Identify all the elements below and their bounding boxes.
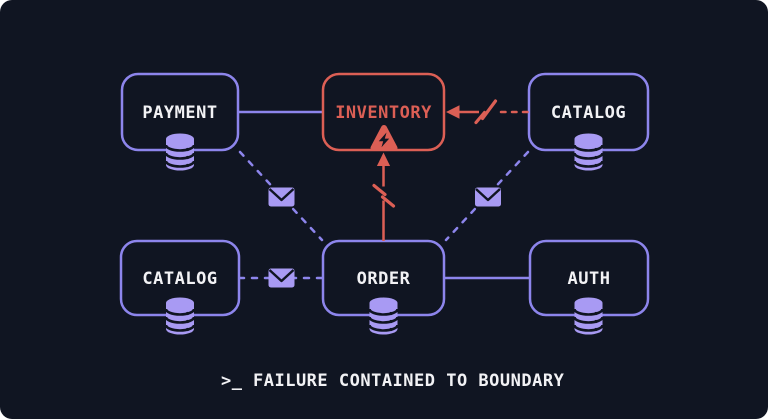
database-icon-auth <box>573 296 604 336</box>
message-icon-catalogbottom-order <box>267 267 296 289</box>
alert-triangle-icon <box>370 125 398 151</box>
caption: >_ FAILURE CONTAINED TO BOUNDARY <box>221 371 565 391</box>
node-catalog-bottom-label: CATALOG <box>142 269 217 289</box>
terminal-prompt: >_ <box>221 371 243 391</box>
break-icon <box>372 183 396 208</box>
node-catalog-top: CATALOG <box>527 72 650 152</box>
node-auth-label: AUTH <box>568 269 611 289</box>
link-order-inventory-broken <box>372 152 396 241</box>
link-catalogtop-inventory-broken <box>446 99 530 125</box>
message-icon-catalogtop-order <box>473 186 503 208</box>
nodes-layer: PAYMENT INVENTORY CATALOG CATALOG ORDER … <box>119 72 650 317</box>
database-icon-payment <box>164 132 196 172</box>
break-icon <box>474 99 498 125</box>
database-icon-order <box>368 296 399 336</box>
arrowhead-up-icon <box>376 152 391 166</box>
caption-text: FAILURE CONTAINED TO BOUNDARY <box>253 371 565 391</box>
database-icon-catalog-top <box>573 132 604 172</box>
node-catalog-bottom: CATALOG <box>119 239 241 317</box>
message-icon-payment-order <box>267 186 296 208</box>
node-catalog-top-label: CATALOG <box>551 103 626 123</box>
database-icon-catalog-bottom <box>164 296 196 336</box>
node-payment: PAYMENT <box>120 72 240 152</box>
icons-layer <box>164 125 604 336</box>
node-inventory: INVENTORY <box>321 72 446 152</box>
failure-links-layer <box>372 99 530 241</box>
node-inventory-label: INVENTORY <box>335 103 432 123</box>
node-auth: AUTH <box>528 239 650 317</box>
node-payment-label: PAYMENT <box>142 103 217 123</box>
node-order-label: ORDER <box>357 269 411 289</box>
arrowhead-left-icon <box>446 105 460 119</box>
